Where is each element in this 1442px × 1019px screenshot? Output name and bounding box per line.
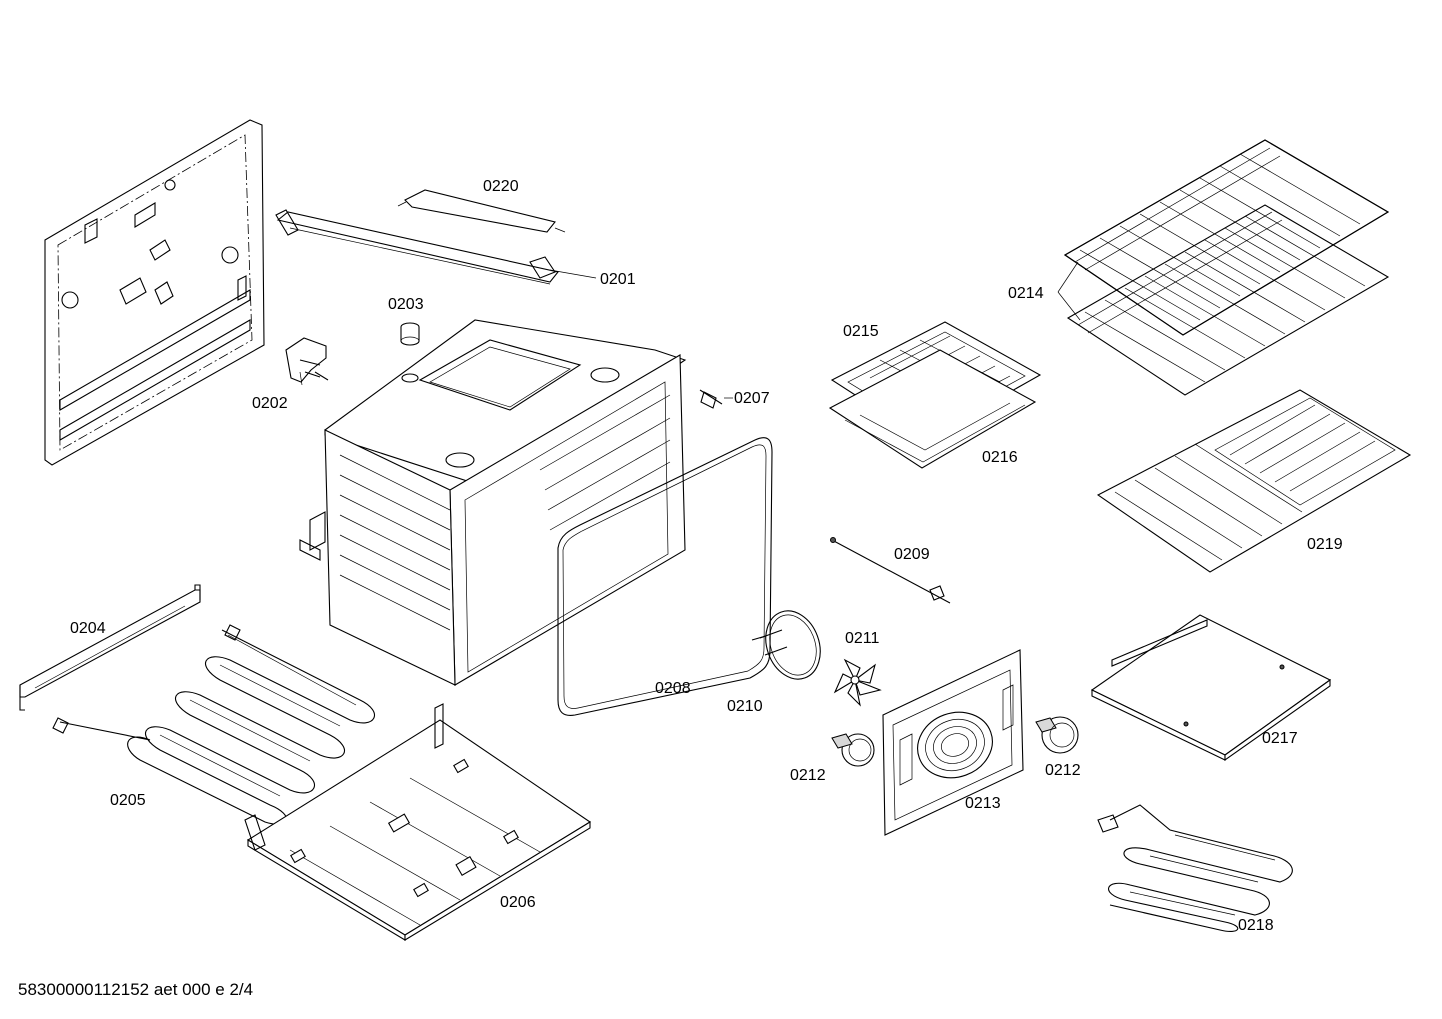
label-0211: 0211 [845, 630, 880, 647]
label-0201: 0201 [600, 271, 636, 288]
part-rear-panel [44, 119, 265, 466]
part-pin [699, 389, 723, 409]
leader-lines [299, 261, 1081, 399]
label-0213: 0213 [965, 795, 1001, 812]
part-broil-pan [828, 321, 1042, 469]
part-oven-cavity [299, 319, 687, 686]
label-0206: 0206 [500, 894, 536, 911]
label-0212-right: 0212 [1045, 762, 1081, 779]
label-0209: 0209 [894, 546, 930, 563]
part-probe [830, 537, 951, 604]
part-rail [19, 584, 201, 711]
part-knob [400, 322, 420, 346]
label-0220: 0220 [483, 178, 519, 195]
label-0216: 0216 [982, 449, 1018, 466]
label-0218: 0218 [1238, 917, 1274, 934]
part-fan-cover [882, 649, 1024, 836]
part-oven-rack-upper [1063, 139, 1390, 336]
label-0210: 0210 [727, 698, 763, 715]
part-fan-blade [833, 658, 882, 707]
label-0208: 0208 [655, 680, 691, 697]
label-0212-left: 0212 [790, 767, 826, 784]
label-0204: 0204 [70, 620, 106, 637]
part-tray [1090, 614, 1332, 762]
label-0205: 0205 [110, 792, 146, 809]
label-0214: 0214 [1008, 285, 1044, 302]
label-0219: 0219 [1307, 536, 1343, 553]
part-bottom-panel [244, 703, 592, 941]
label-0202: 0202 [252, 395, 288, 412]
part-hinge [285, 337, 329, 383]
part-door-seal [557, 437, 773, 716]
label-0217: 0217 [1262, 730, 1298, 747]
label-0207: 0207 [734, 390, 770, 407]
part-convection-element [751, 610, 821, 680]
label-0203: 0203 [388, 296, 424, 313]
part-lamp-left [831, 733, 875, 767]
part-broil-element [1097, 804, 1293, 932]
label-0215: 0215 [843, 323, 879, 340]
part-split-rack [1096, 389, 1412, 573]
part-top-bracket [275, 189, 566, 285]
part-lamp-right [1035, 716, 1079, 754]
part-oven-rack-lower [1066, 204, 1390, 396]
drawing-number: 58300000112152 aet 000 e 2/4 [18, 980, 254, 999]
